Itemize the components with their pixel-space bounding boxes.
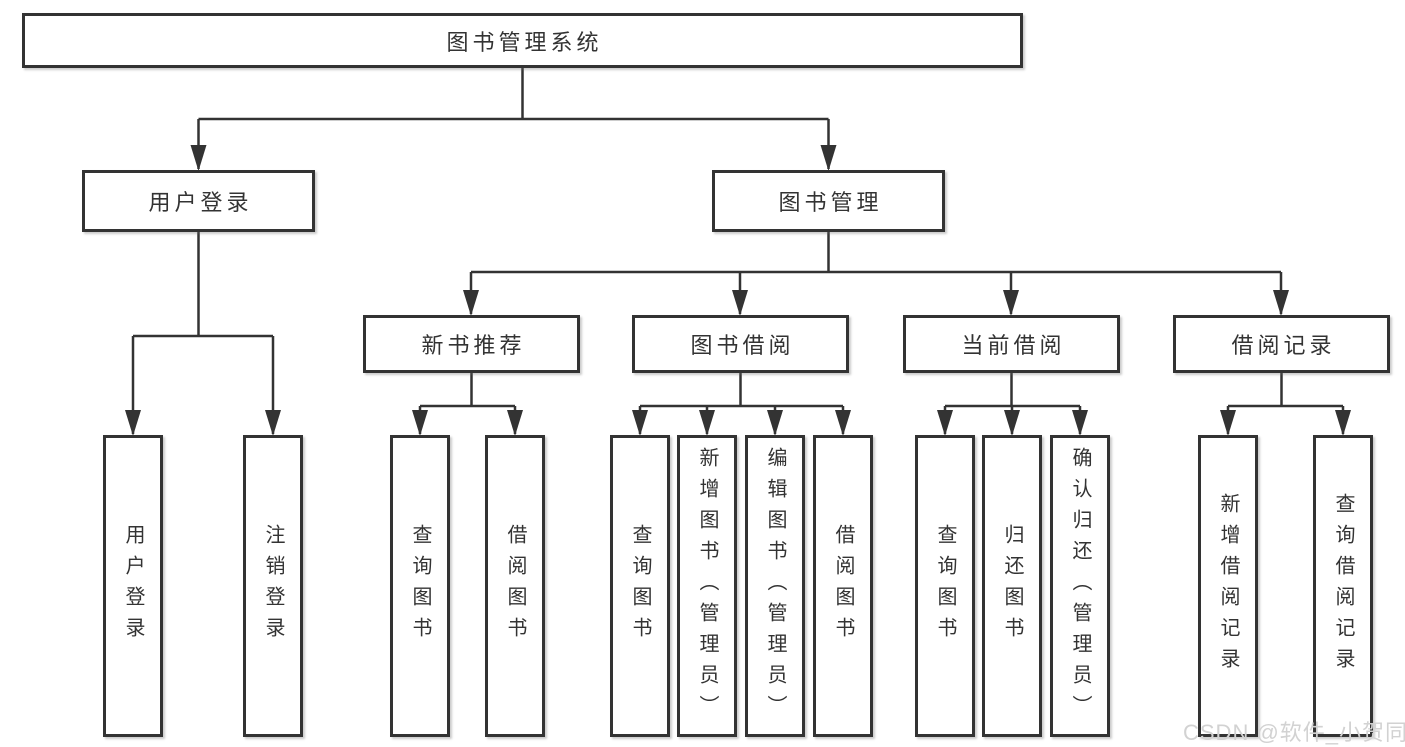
leaf-query-books-current: 查询图书 [915, 435, 975, 737]
leaf-query-books-borrow: 查询图书 [610, 435, 670, 737]
leaf-logout: 注销登录 [243, 435, 303, 737]
leaf-borrow-books: 借阅图书 [813, 435, 873, 737]
csdn-watermark: CSDN @软件_小贺同学 [1183, 720, 1405, 745]
leaf-add-borrow-record: 新增借阅记录 [1198, 435, 1258, 737]
leaf-add-book-admin: 新增图书（管理员） [677, 435, 737, 737]
leaf-return-book: 归还图书 [982, 435, 1042, 737]
leaf-confirm-return-admin: 确认归还（管理员） [1050, 435, 1110, 737]
node-book-borrow: 图书借阅 [632, 315, 849, 373]
node-current-borrow: 当前借阅 [903, 315, 1120, 373]
leaf-query-borrow-record: 查询借阅记录 [1313, 435, 1373, 737]
leaf-user-login: 用户登录 [103, 435, 163, 737]
node-library-management-system: 图书管理系统 [22, 13, 1023, 68]
leaf-edit-book-admin: 编辑图书（管理员） [745, 435, 805, 737]
node-borrow-records: 借阅记录 [1173, 315, 1390, 373]
leaf-borrow-books-recommend: 借阅图书 [485, 435, 545, 737]
node-new-book-recommend: 新书推荐 [363, 315, 580, 373]
leaf-query-books-recommend: 查询图书 [390, 435, 450, 737]
node-user-login: 用户登录 [82, 170, 315, 232]
node-book-management: 图书管理 [712, 170, 945, 232]
